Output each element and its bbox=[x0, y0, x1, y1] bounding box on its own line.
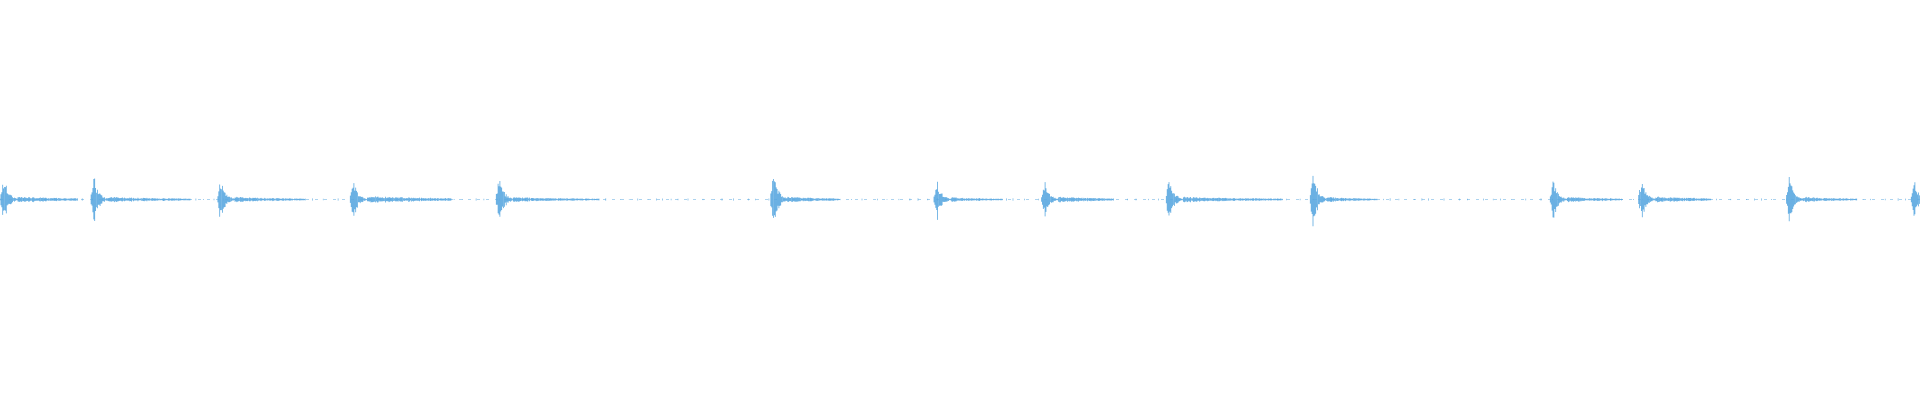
waveform-burst bbox=[1041, 182, 1114, 217]
waveform-burst bbox=[349, 183, 452, 216]
waveform-burst bbox=[1638, 184, 1712, 218]
waveform-burst bbox=[933, 181, 1003, 220]
waveform-burst bbox=[1549, 181, 1623, 218]
waveform-burst bbox=[1309, 175, 1378, 227]
waveform-samples bbox=[0, 175, 1920, 227]
waveform-noise bbox=[0, 198, 1920, 201]
waveform-burst bbox=[770, 179, 840, 218]
waveform-burst bbox=[1165, 182, 1283, 216]
waveform-burst bbox=[1910, 182, 1920, 216]
waveform-burst bbox=[0, 184, 78, 215]
